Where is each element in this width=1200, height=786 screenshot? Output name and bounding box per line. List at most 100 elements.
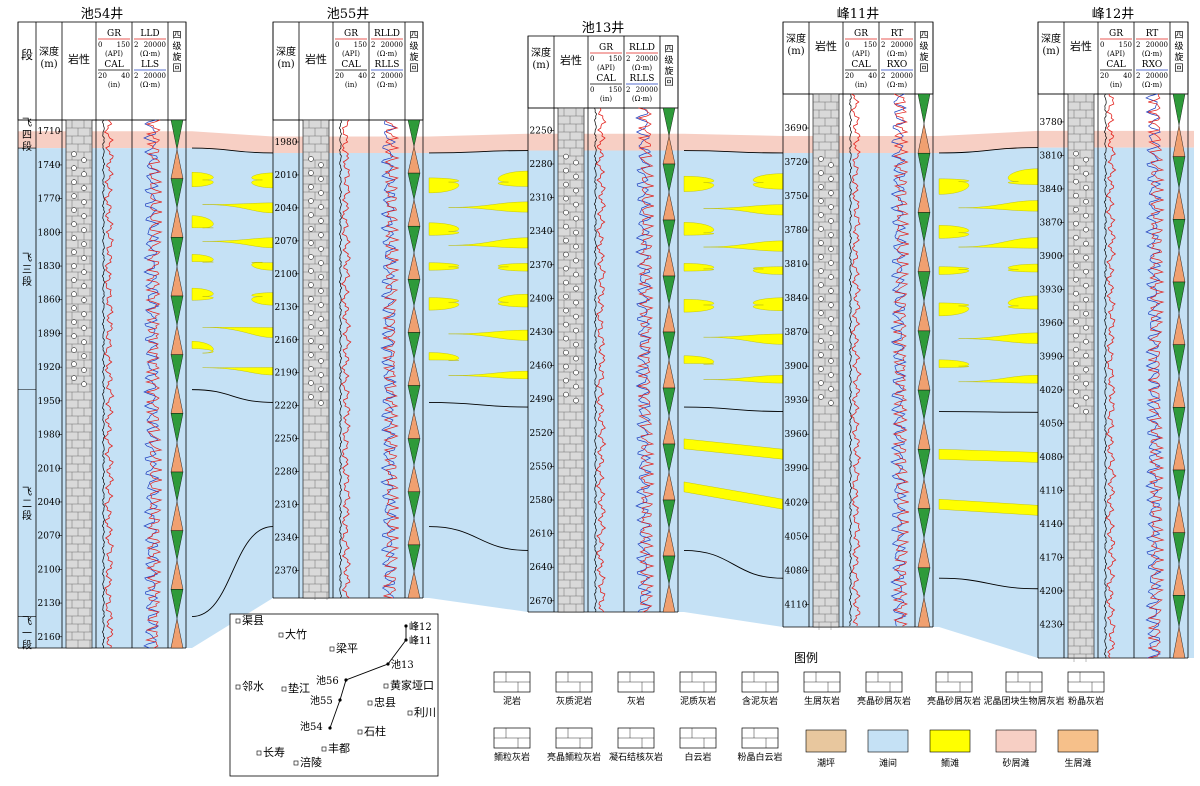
oolite-symbol	[828, 274, 834, 280]
res1-curve-label: RLLD	[374, 29, 400, 39]
oolite-symbol	[81, 171, 87, 177]
oolite-symbol	[318, 302, 324, 308]
legend-lithology-label: 粉晶灰岩	[1068, 695, 1104, 707]
formation-boundary-line	[191, 389, 274, 403]
oolite-symbol	[828, 288, 834, 294]
oolite-symbol	[318, 372, 324, 378]
formation-boundary-line	[683, 549, 784, 579]
res1-curve	[1147, 93, 1165, 659]
oolitic-shoal-lens	[202, 202, 274, 214]
res1-min: 2	[371, 41, 375, 49]
oolite-symbol	[1073, 178, 1079, 185]
formation-boundary-line	[683, 406, 784, 412]
oolite-symbol	[318, 232, 324, 238]
legend: 图例泥岩灰质泥岩灰岩泥质灰岩含泥灰岩生屑灰岩亮晶砂屑灰岩亮晶砂屑灰岩泥晶团块生物…	[493, 651, 1105, 769]
oolite-symbol	[318, 162, 324, 168]
gr-curve	[1105, 93, 1117, 659]
oolitic-shoal-lens	[938, 359, 970, 368]
gr-curve	[595, 107, 607, 613]
legend-lithology-label: 亮晶砂屑灰岩	[927, 695, 981, 707]
depth-tick-label: 4170	[1040, 553, 1063, 563]
cycle-header: 回	[664, 77, 673, 88]
lithology-header: 岩性	[815, 39, 837, 53]
depth-tick-label: 2670	[530, 597, 553, 607]
oolite-symbol	[1073, 290, 1079, 297]
cal-curve-label: CAL	[596, 74, 615, 84]
gr-max: 150	[354, 41, 367, 49]
cal-curve-label: CAL	[104, 60, 123, 70]
section-line	[329, 626, 407, 729]
depth-tick-label: 3810	[1040, 151, 1063, 161]
oolitic-shoal-lens	[191, 254, 214, 263]
oolite-symbol	[828, 386, 834, 392]
cycle-header: 旋	[1174, 51, 1183, 63]
map-well-marker	[338, 698, 342, 702]
depth-tick-label: 2070	[275, 237, 298, 247]
map-town-label: 利川	[414, 706, 436, 719]
oolite-symbol	[1073, 220, 1079, 227]
oolitic-shoal-lens	[428, 222, 460, 236]
oolitic-shoal-lens	[958, 375, 1039, 384]
well-title: 峰11井	[837, 7, 880, 22]
oolite-symbol	[573, 355, 579, 362]
res1-unit: (Ω·m)	[887, 50, 907, 58]
oolite-symbol	[563, 223, 569, 230]
cycle-regressive-triangle	[407, 385, 421, 413]
legend-lithology-item: 粉晶白云岩	[737, 727, 783, 763]
well-title: 池13井	[582, 21, 625, 36]
legend-facies-item: 潮坪	[805, 729, 847, 769]
oolite-symbol	[81, 325, 87, 331]
lithology-header: 岩性	[68, 52, 90, 66]
cal-curve	[338, 119, 343, 599]
cycle-regressive-triangle	[662, 387, 676, 417]
map-town-marker	[321, 746, 327, 752]
cycle-transgressive-triangle	[662, 583, 676, 613]
depth-tick-label: 1860	[38, 296, 61, 306]
res2-min: 2	[371, 72, 375, 80]
cal-max: 150	[609, 86, 622, 94]
cal-unit: (in)	[600, 95, 612, 103]
res2-unit: (Ω·m)	[887, 81, 907, 89]
gr-max: 150	[609, 55, 622, 63]
cycle-header: 旋	[409, 51, 418, 63]
depth-header: (m)	[787, 46, 804, 57]
cal-max: 40	[358, 72, 367, 80]
res2-curve	[143, 119, 160, 649]
oolite-symbol	[563, 321, 569, 328]
cal-curve-label: CAL	[851, 60, 870, 70]
oolite-symbol	[71, 235, 77, 241]
res2-unit: (Ω·m)	[632, 95, 652, 103]
oolite-symbol	[573, 243, 579, 250]
depth-tick-label: 3870	[1040, 218, 1063, 228]
legend-facies-item: 砂屑滩	[995, 729, 1037, 769]
oolitic-shoal-lens	[938, 225, 970, 239]
oolite-symbol	[308, 380, 314, 386]
segment-label: 飞	[22, 118, 32, 129]
oolite-symbol	[828, 232, 834, 238]
oolite-symbol	[71, 333, 77, 339]
oolite-symbol	[81, 255, 87, 261]
oolite-symbol	[1083, 394, 1089, 401]
oolite-symbol	[318, 288, 324, 294]
legend-facies-item: 生屑滩	[1057, 729, 1099, 769]
depth-header: 深度	[786, 32, 806, 45]
oolite-symbol	[1073, 402, 1079, 409]
oolite-symbol	[71, 263, 77, 269]
oolitic-shoal-lens	[938, 266, 970, 275]
depth-tick-label: 2190	[275, 369, 298, 379]
res2-unit: (Ω·m)	[140, 81, 160, 89]
oolite-symbol	[308, 268, 314, 274]
oolite-symbol	[71, 151, 77, 157]
segment-label: 四	[22, 130, 32, 141]
legend-lithology-item: 泥晶团块生物屑灰岩	[983, 671, 1065, 707]
well-title: 峰12井	[1092, 7, 1135, 22]
map-town-label: 邻水	[242, 680, 264, 693]
map-well-marker	[344, 678, 348, 682]
gr-max: 150	[117, 41, 130, 49]
gr-unit: (API)	[1107, 50, 1125, 58]
oolitic-shoal-lens	[191, 215, 214, 229]
oolitic-shoal-lens	[202, 327, 274, 338]
oolite-symbol	[81, 353, 87, 359]
oolite-symbol	[573, 313, 579, 320]
